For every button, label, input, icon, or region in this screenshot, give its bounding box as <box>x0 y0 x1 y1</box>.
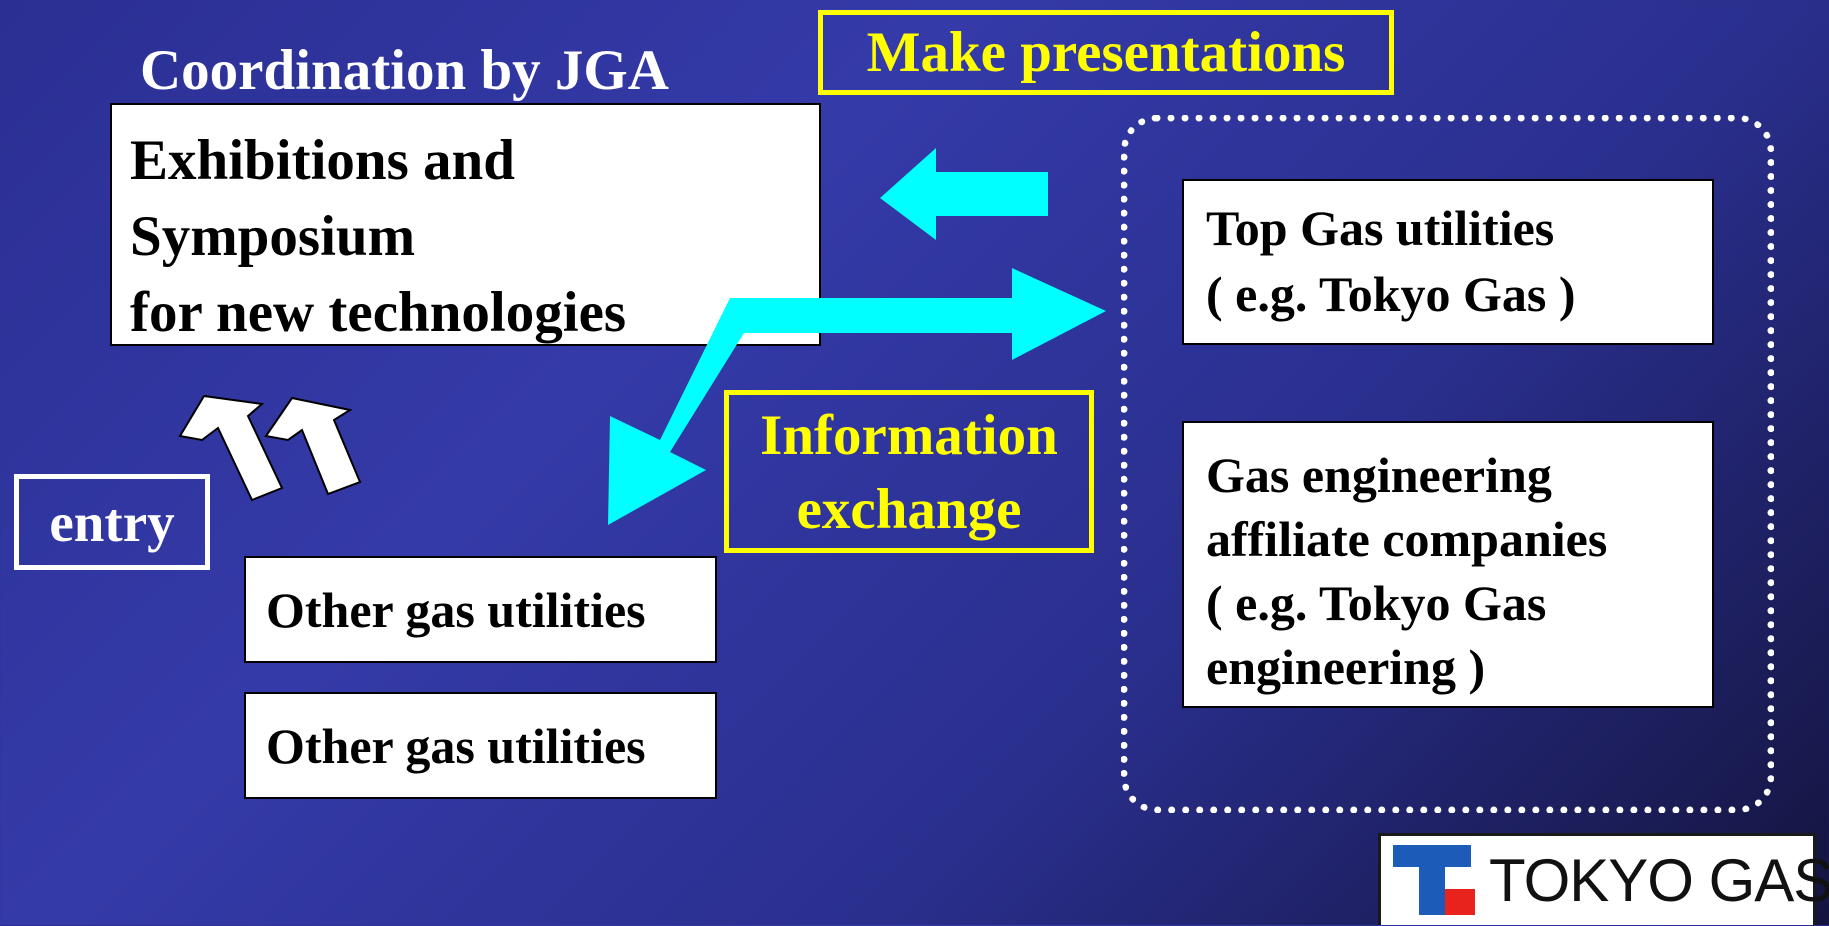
top-gas-utilities-box: Top Gas utilities ( e.g. Tokyo Gas ) <box>1182 179 1714 345</box>
presentation-arrow-icon <box>880 148 1048 240</box>
gas-engineering-box: Gas engineering affiliate companies ( e.… <box>1182 421 1714 708</box>
exhibitions-line-1: Exhibitions and <box>130 129 515 192</box>
other-gas-utilities-label-1: Other gas utilities <box>266 581 646 638</box>
information-exchange-line-1: Information <box>760 404 1058 467</box>
top-gas-group-outline <box>1121 115 1774 813</box>
information-exchange-label: Information exchange <box>724 390 1094 553</box>
tokyo-gas-logo-mark-icon <box>1393 841 1483 921</box>
make-presentations-label: Make presentations <box>818 10 1394 95</box>
other-gas-utilities-box-1: Other gas utilities <box>244 556 717 663</box>
exhibitions-line-3: for new technologies <box>130 281 627 344</box>
coordination-title: Coordination by JGA <box>140 39 669 102</box>
top-gas-line-2: ( e.g. Tokyo Gas ) <box>1206 266 1576 322</box>
information-exchange-arrow-icon <box>608 268 1106 525</box>
tokyo-gas-logo-text: TOKYO GAS <box>1489 847 1829 914</box>
tokyo-gas-logo: TOKYO GAS <box>1378 833 1829 925</box>
information-exchange-line-2: exchange <box>796 478 1022 541</box>
gas-engineering-line-4: engineering ) <box>1206 639 1486 695</box>
exhibitions-box: Exhibitions and Symposium for new techno… <box>110 103 821 346</box>
other-gas-utilities-label-2: Other gas utilities <box>266 717 646 774</box>
gas-engineering-line-1: Gas engineering <box>1206 447 1552 503</box>
gas-engineering-line-2: affiliate companies <box>1206 511 1608 567</box>
entry-label: entry <box>14 474 210 570</box>
entry-arrow-icon-2 <box>264 396 362 496</box>
exhibitions-line-2: Symposium <box>130 205 416 268</box>
entry-arrow-icon-1 <box>178 394 284 502</box>
other-gas-utilities-box-2: Other gas utilities <box>244 692 717 799</box>
gas-engineering-line-3: ( e.g. Tokyo Gas <box>1206 575 1547 631</box>
top-gas-line-1: Top Gas utilities <box>1206 200 1555 256</box>
